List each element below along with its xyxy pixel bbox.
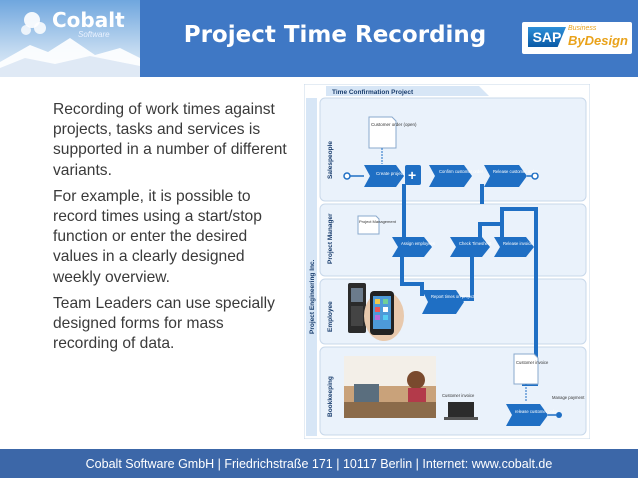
- paragraph-2: For example, it is possible to record ti…: [53, 187, 262, 286]
- project-management-document: Project Management: [357, 215, 397, 235]
- body-text: Recording of work times against projects…: [53, 100, 288, 360]
- time-terminal-image: [348, 283, 366, 333]
- start-event-icon: [343, 172, 351, 180]
- step-release-order-top: Release customer order: [484, 165, 538, 187]
- header-bar: Cobalt Software Project Time Recording S…: [0, 0, 638, 77]
- manage-payment-label: Manage payment: [552, 395, 585, 400]
- step-report-times: Report times on project: [422, 290, 475, 314]
- paragraph-3: Team Leaders can use specially designed …: [53, 294, 275, 353]
- step-release-invoice: Release invoice: [494, 237, 534, 257]
- mountain-landscape-icon: [0, 12, 140, 77]
- lane-label-project-manager: Project Manager: [327, 213, 334, 264]
- paragraph-1: Recording of work times against projects…: [53, 101, 287, 179]
- logo-subtitle: Software: [78, 30, 110, 39]
- step-report-times-label: Report times on project: [431, 294, 475, 299]
- sap-logo-mark: SAP: [528, 27, 566, 47]
- step-assign-employees-label: Assign employees: [401, 241, 435, 246]
- step-plus-gateway: +: [405, 165, 421, 185]
- project-management-label: Project Management: [359, 219, 397, 224]
- footer-bar: Cobalt Software GmbH | Friedrichstraße 1…: [0, 449, 638, 478]
- diagram-title: Time Confirmation Project: [332, 89, 414, 96]
- customer-invoice-label: Customer invoice: [442, 393, 475, 398]
- customer-invoice-doc-label: Customer invoice: [516, 360, 549, 365]
- footer-text: Cobalt Software GmbH | Friedrichstraße 1…: [85, 457, 553, 471]
- step-release-order-top-label: Release customer order: [493, 169, 538, 174]
- cobalt-logo: Cobalt Software: [0, 0, 140, 77]
- lane-label-salespeople: Salespeople: [327, 141, 334, 179]
- diagram-title-tab: [326, 86, 489, 96]
- step-confirm-order: Confirm customer order: [429, 165, 484, 187]
- step-assign-employees: Assign employees: [392, 237, 435, 257]
- lane-label-bookkeeping: Bookkeeping: [327, 376, 334, 417]
- office-photo: [344, 356, 436, 418]
- step-release-order-bottom: release customer order: [506, 404, 559, 426]
- logo-name: Cobalt: [52, 8, 125, 32]
- step-release-order-bottom-label: release customer order: [515, 409, 559, 414]
- step-check-timesheet-label: Check Timesheet: [459, 241, 492, 246]
- step-create-project-label: Create project: [376, 171, 405, 176]
- sap-bydesign-label: ByDesign: [568, 33, 628, 48]
- plus-icon: +: [408, 167, 416, 183]
- laptop-icon: [444, 402, 478, 420]
- step-release-invoice-label: Release invoice: [503, 241, 533, 246]
- smartphone-image: [364, 291, 404, 341]
- step-create-project: Create project: [364, 165, 405, 187]
- end-event-filled-icon: [556, 412, 562, 418]
- org-label: Project Engineering Inc.: [309, 259, 316, 334]
- step-check-timesheet: Check Timesheet: [450, 237, 492, 257]
- process-diagram: Time Confirmation Project Project Engine…: [303, 83, 591, 440]
- step-confirm-order-label: Confirm customer order: [439, 169, 484, 174]
- customer-order-document: Customer order (open): [368, 116, 417, 149]
- page-title: Project Time Recording: [183, 22, 487, 48]
- customer-order-label: Customer order (open): [371, 122, 417, 127]
- org-bar: [306, 98, 317, 436]
- lane-label-employee: Employee: [327, 301, 334, 332]
- customer-invoice-document: Customer invoice: [513, 353, 549, 385]
- process-diagram-svg: Time Confirmation Project Project Engine…: [303, 83, 591, 440]
- sap-bydesign-logo: SAP Business ByDesign: [522, 22, 632, 54]
- sap-business-label: Business: [568, 25, 597, 32]
